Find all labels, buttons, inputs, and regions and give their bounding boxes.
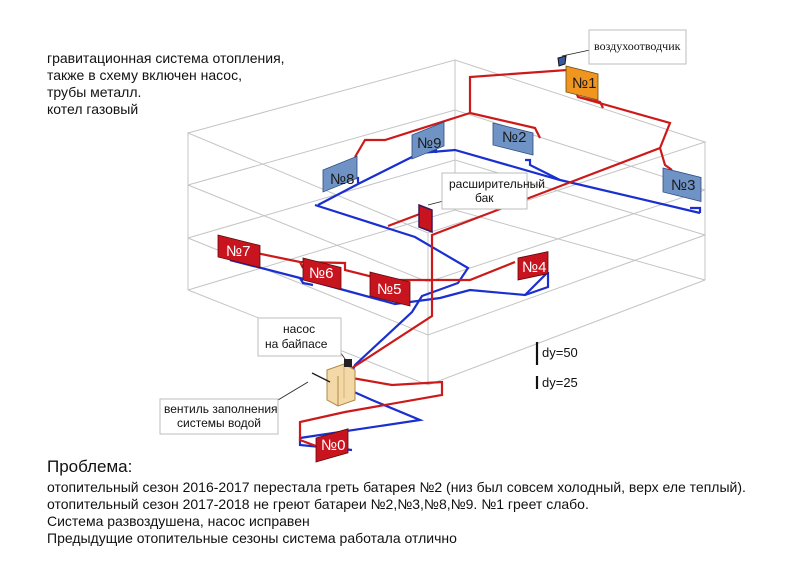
svg-text:системы водой: системы водой bbox=[177, 416, 261, 430]
scale-dy50: dy=50 bbox=[542, 345, 578, 360]
radiator-0-label: №0 bbox=[321, 437, 345, 454]
problem-title: Проблема: bbox=[47, 457, 133, 476]
problem-section: Проблема: отопительный сезон 2016-2017 п… bbox=[47, 457, 746, 547]
scale-dy25: dy=25 bbox=[542, 375, 578, 390]
radiator-7: №7 bbox=[217, 234, 261, 268]
radiator-1: №1 bbox=[565, 65, 599, 101]
gas-boiler bbox=[326, 363, 356, 407]
scale-markers: dy=50 dy=25 bbox=[535, 342, 578, 390]
callout-air-vent: воздухоотводчик bbox=[588, 29, 687, 65]
radiator-9: №9 bbox=[411, 121, 445, 160]
problem-line: Система развоздушена, насос исправен bbox=[47, 513, 310, 529]
radiator-2-label: №2 bbox=[502, 129, 526, 146]
radiator-5-label: №5 bbox=[377, 281, 401, 298]
callout-expansion-tank: расширительный бак bbox=[441, 172, 545, 210]
fill-valve bbox=[277, 372, 331, 401]
radiator-8: №8 bbox=[322, 155, 358, 193]
radiator-9-label: №9 bbox=[417, 135, 441, 152]
svg-text:вентиль заполнения: вентиль заполнения bbox=[164, 402, 278, 416]
svg-text:бак: бак bbox=[475, 191, 494, 205]
system-notes: гравитационная система отопления, также … bbox=[47, 50, 285, 118]
problem-line: Предыдущие отопительные сезоны система р… bbox=[47, 530, 457, 546]
radiator-8-label: №8 bbox=[330, 171, 354, 188]
radiator-1-body bbox=[565, 65, 599, 101]
air-vent bbox=[557, 49, 591, 67]
note-line: котел газовый bbox=[47, 101, 139, 117]
svg-text:воздухоотводчик: воздухоотводчик bbox=[594, 39, 681, 53]
note-line: трубы металл. bbox=[47, 84, 142, 100]
svg-text:расширительный: расширительный bbox=[449, 177, 545, 191]
problem-line: отопительный сезон 2017-2018 не греют ба… bbox=[47, 496, 589, 512]
supply-boiler-loop bbox=[298, 376, 444, 448]
radiator-1-label: №1 bbox=[572, 75, 596, 92]
note-line: также в схему включен насос, bbox=[47, 67, 242, 83]
callout-fill-valve: вентиль заполнения системы водой bbox=[159, 398, 279, 435]
problem-line: отопительный сезон 2016-2017 перестала г… bbox=[47, 479, 746, 495]
radiator-6-label: №6 bbox=[309, 265, 333, 282]
svg-text:на байпасе: на байпасе bbox=[265, 337, 328, 351]
radiator-2: №2 bbox=[492, 122, 534, 156]
radiator-6: №6 bbox=[302, 257, 342, 290]
radiator-3: №3 bbox=[662, 167, 702, 202]
note-line: гравитационная система отопления, bbox=[47, 50, 285, 66]
radiator-4: №4 bbox=[517, 251, 549, 281]
radiator-7-label: №7 bbox=[226, 243, 250, 260]
return-pipe-upper-main bbox=[317, 148, 701, 215]
svg-text:насос: насос bbox=[283, 322, 315, 336]
radiator-4-label: №4 bbox=[522, 259, 546, 276]
callout-pump: насос на байпасе bbox=[257, 317, 342, 357]
radiator-3-label: №3 bbox=[671, 177, 695, 194]
radiator-5: №5 bbox=[369, 271, 411, 307]
radiator-0: №0 bbox=[315, 428, 349, 463]
